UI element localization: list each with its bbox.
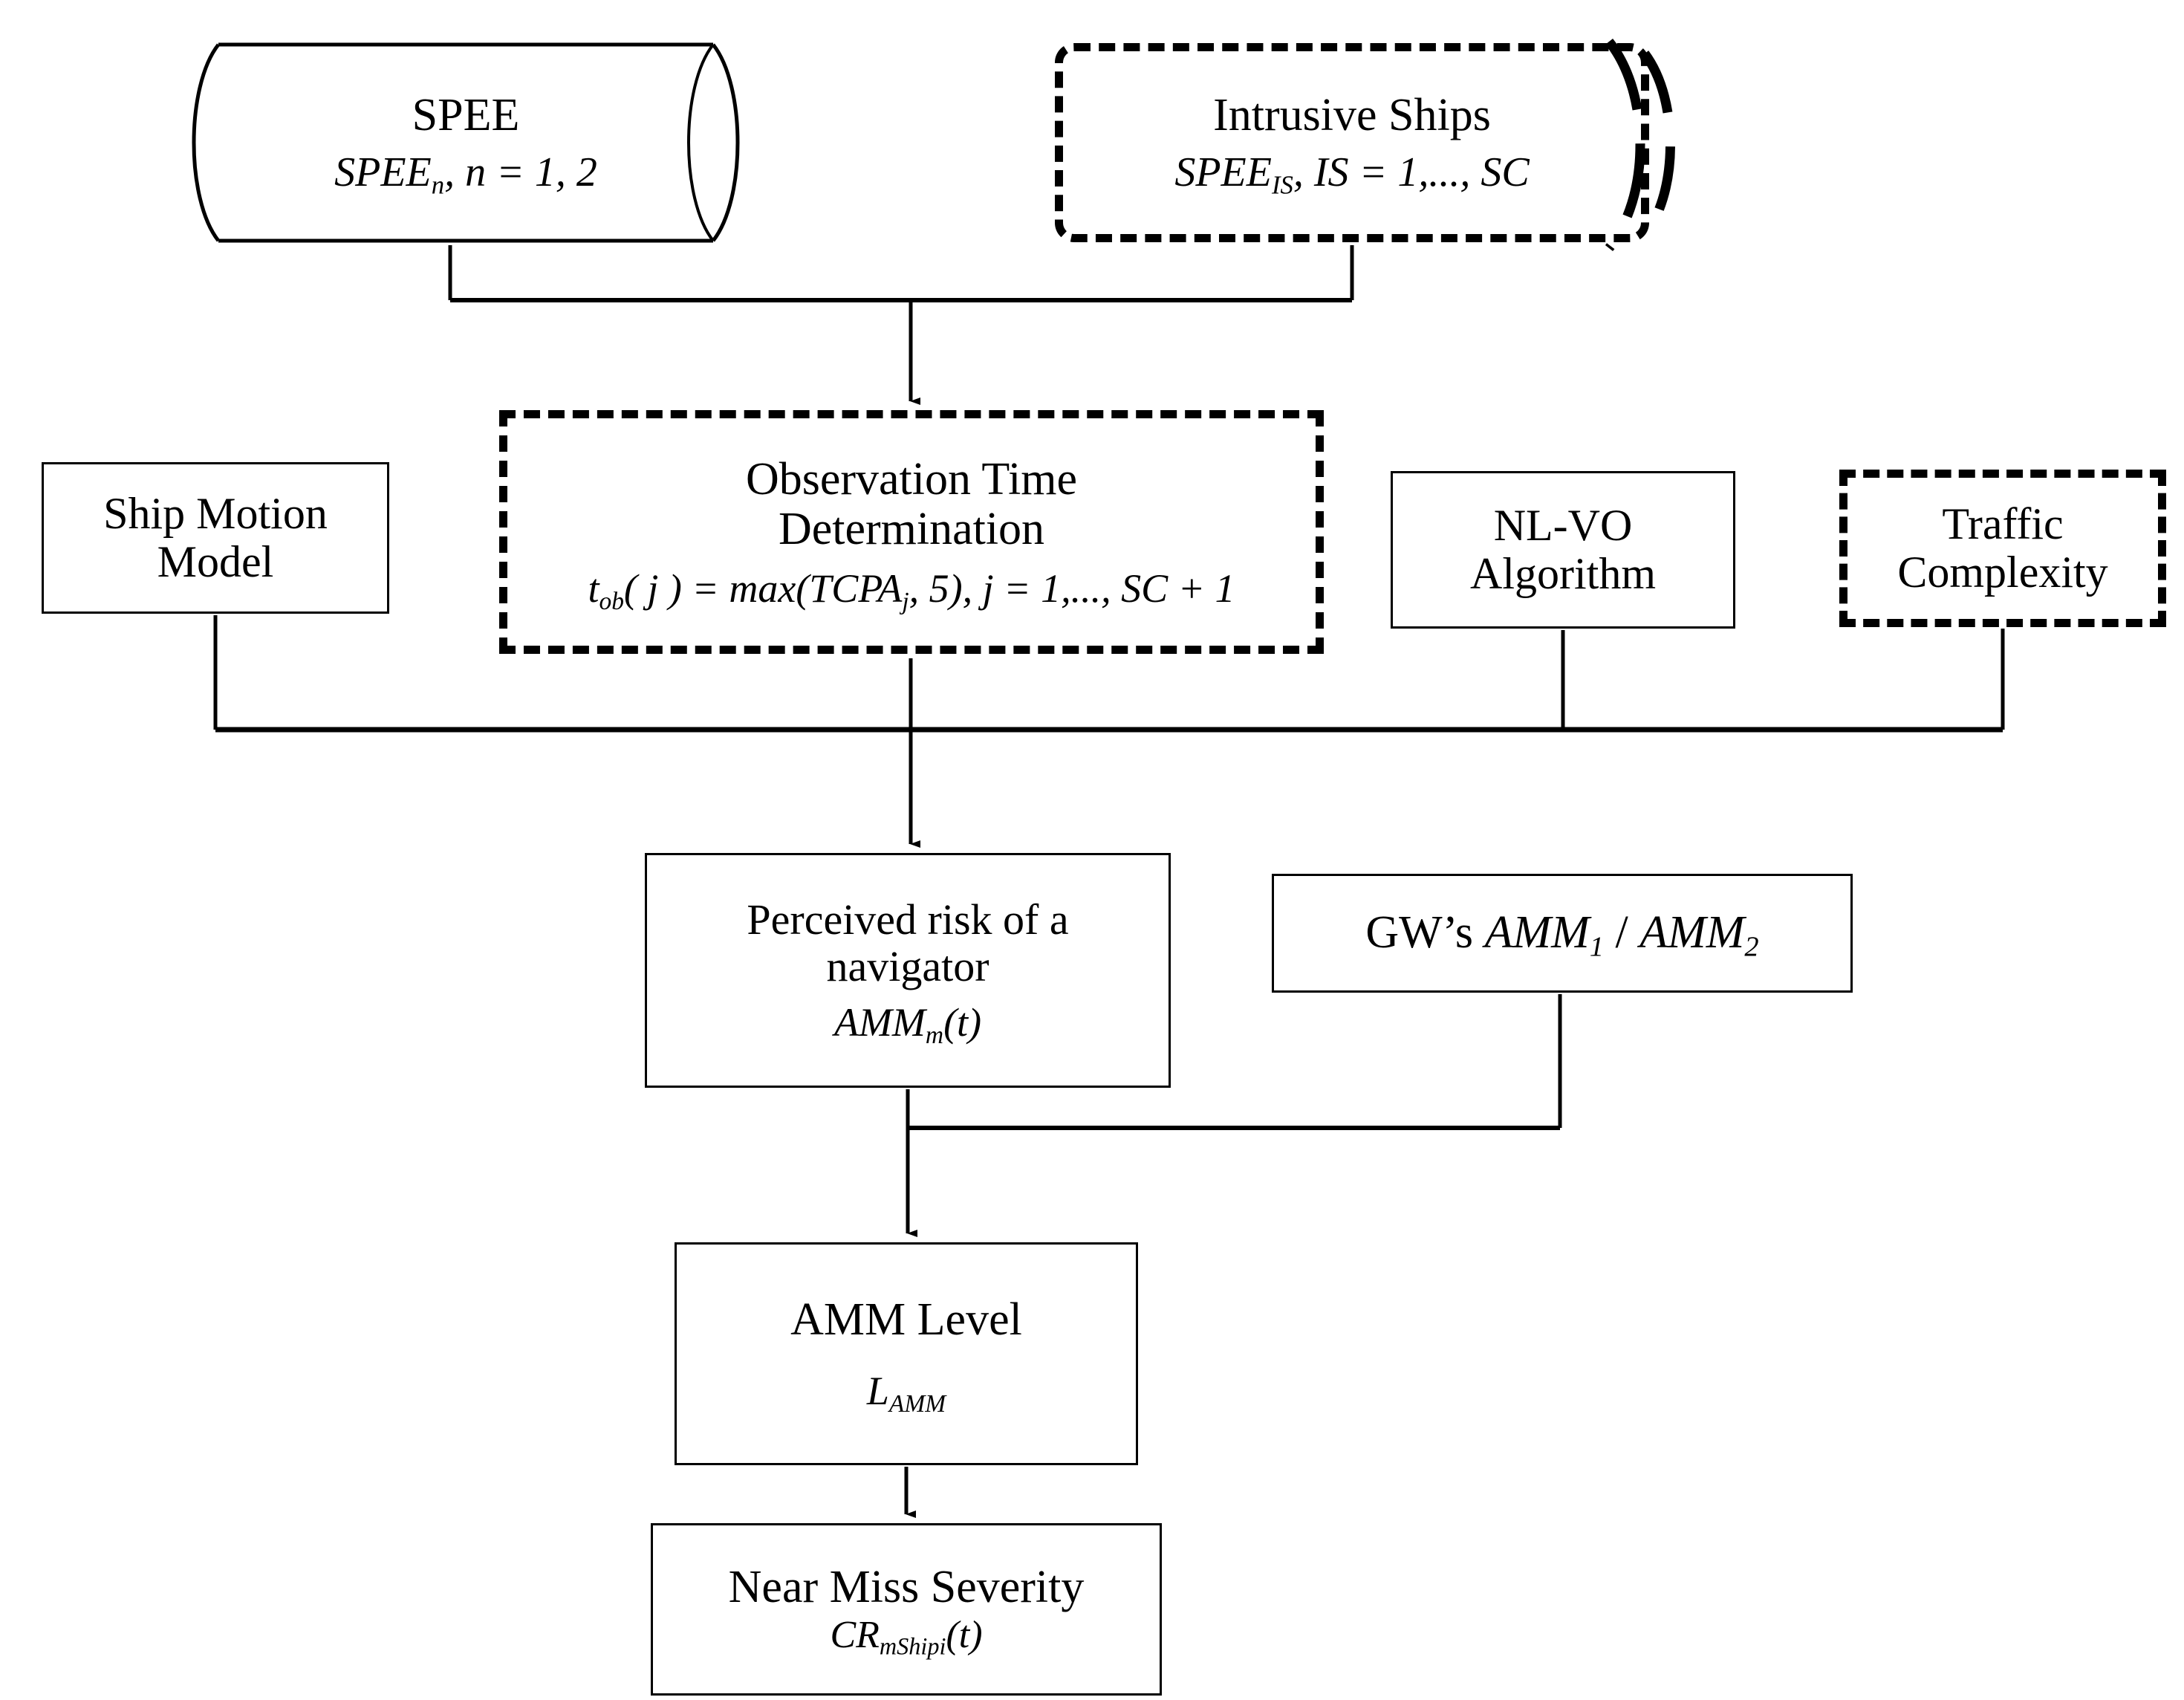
near-miss-formula-tail: (t) xyxy=(946,1614,983,1657)
spee-formula-sub: n xyxy=(431,170,445,200)
intrusive-formula-main: SPEE xyxy=(1174,149,1272,196)
observation-time-formula: tob( j ) = max(TCPAj, 5), j = 1,..., SC … xyxy=(588,565,1235,614)
spee-formula: SPEEn, n = 1, 2 xyxy=(334,149,597,198)
node-perceived-risk-of-a-navigator[interactable]: Perceived risk of a navigator AMMm(t) xyxy=(645,853,1171,1088)
intrusive-ships-formula: SPEEIS, IS = 1,..., SC xyxy=(1174,149,1530,198)
near-miss-formula-sub: mShipi xyxy=(879,1632,946,1660)
amm-level-formula-sub: AMM xyxy=(888,1390,946,1418)
traffic-complexity-title-line1: Traffic xyxy=(1942,499,2064,549)
obs-formula-mid: ( j ) = max(TCPA xyxy=(623,565,903,611)
node-gws-amm[interactable]: GW’s AMM1 / AMM2 xyxy=(1272,874,1853,993)
gws-amm2: AMM xyxy=(1639,907,1745,958)
obs-formula-tail: , 5), j = 1,..., SC + 1 xyxy=(909,565,1235,611)
traffic-complexity-title-line2: Complexity xyxy=(1897,548,2108,597)
gws-amm2-sub: 2 xyxy=(1744,931,1759,963)
obs-formula-sub2: j xyxy=(902,587,909,615)
gws-amm1-sub: 1 xyxy=(1589,931,1604,963)
nlvo-title-line1: NL-VO xyxy=(1493,501,1633,551)
intrusive-formula-sub: IS xyxy=(1271,170,1293,200)
perceived-risk-title-line2: navigator xyxy=(826,941,989,990)
observation-time-title-line2: Determination xyxy=(778,503,1045,554)
node-spee[interactable]: SPEE SPEEn, n = 1, 2 xyxy=(172,42,759,244)
intrusive-ships-title: Intrusive Ships xyxy=(1213,90,1491,141)
obs-formula-t-sub: ob xyxy=(599,587,624,615)
node-intrusive-ships[interactable]: Intrusive Ships SPEEIS, IS = 1,..., SC xyxy=(1055,43,1649,242)
spee-formula-tail: , n = 1, 2 xyxy=(444,149,597,196)
intrusive-formula-tail: , IS = 1,..., SC xyxy=(1293,149,1530,196)
gws-prefix: GW’s xyxy=(1365,907,1485,958)
gws-label: GW’s AMM1 / AMM2 xyxy=(1365,907,1758,961)
perceived-formula-main: AMM xyxy=(833,1000,926,1045)
ship-motion-title-line1: Ship Motion xyxy=(103,489,328,539)
node-nlvo-algorithm[interactable]: NL-VO Algorithm xyxy=(1391,471,1735,629)
near-miss-title: Near Miss Severity xyxy=(728,1562,1085,1613)
observation-time-title-line1: Observation Time xyxy=(745,453,1078,505)
ship-motion-title-line2: Model xyxy=(157,537,274,586)
near-miss-formula: CRmShipi(t) xyxy=(830,1614,983,1658)
perceived-risk-formula: AMMm(t) xyxy=(833,1000,982,1048)
gws-separator: / xyxy=(1603,907,1640,958)
nlvo-title-line2: Algorithm xyxy=(1470,549,1656,598)
perceived-risk-title-line1: Perceived risk of a xyxy=(747,895,1069,944)
node-amm-level[interactable]: AMM Level LAMM xyxy=(675,1242,1138,1465)
near-miss-formula-main: CR xyxy=(830,1614,880,1657)
amm-level-formula: LAMM xyxy=(866,1369,946,1417)
gws-amm1: AMM xyxy=(1484,907,1590,958)
perceived-formula-sub: m xyxy=(925,1022,944,1050)
amm-level-formula-main: L xyxy=(866,1369,889,1414)
node-near-miss-severity[interactable]: Near Miss Severity CRmShipi(t) xyxy=(651,1523,1162,1696)
cylinder-shape xyxy=(192,42,740,243)
node-traffic-complexity[interactable]: Traffic Complexity xyxy=(1839,470,2166,627)
spee-formula-main: SPEE xyxy=(334,149,432,196)
perceived-formula-tail: (t) xyxy=(943,1000,982,1045)
amm-level-title: AMM Level xyxy=(790,1294,1022,1346)
spee-title: SPEE xyxy=(412,90,520,141)
node-observation-time-determination[interactable]: Observation Time Determination tob( j ) … xyxy=(499,410,1324,654)
node-ship-motion-model[interactable]: Ship Motion Model xyxy=(42,462,389,614)
obs-formula-t: t xyxy=(588,565,599,611)
